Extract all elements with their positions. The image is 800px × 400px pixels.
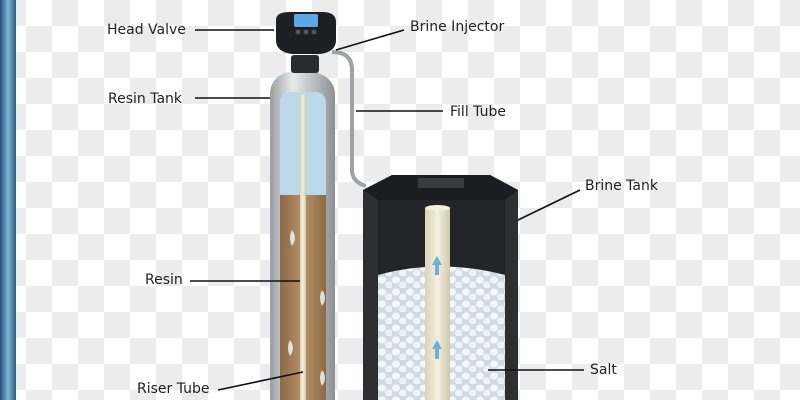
label-salt: Salt xyxy=(590,362,617,378)
label-head-valve: Head Valve xyxy=(107,22,186,38)
valve-neck xyxy=(291,55,319,73)
riser-tube xyxy=(300,95,306,400)
label-riser-tube: Riser Tube xyxy=(137,381,210,397)
fill-tube-pipe xyxy=(331,50,367,188)
leader-line xyxy=(517,189,581,221)
edge-cylinder xyxy=(0,0,16,400)
label-brine-injector: Brine Injector xyxy=(410,19,504,35)
valve-screen xyxy=(294,14,318,27)
valve-button xyxy=(295,29,301,35)
water-flow-icons xyxy=(288,230,325,386)
brine-well xyxy=(425,208,450,400)
label-fill-tube: Fill Tube xyxy=(450,104,506,120)
brine-flow-arrows xyxy=(432,256,442,359)
brine-tank xyxy=(363,175,518,400)
leader-line xyxy=(217,371,304,391)
valve-button xyxy=(303,29,309,35)
label-resin: Resin xyxy=(145,272,183,288)
valve-button xyxy=(311,29,317,35)
label-brine-tank: Brine Tank xyxy=(585,178,659,194)
resin-tank xyxy=(270,70,335,400)
label-resin-tank: Resin Tank xyxy=(108,91,183,107)
leader-line xyxy=(335,29,405,51)
head-valve xyxy=(276,12,336,54)
